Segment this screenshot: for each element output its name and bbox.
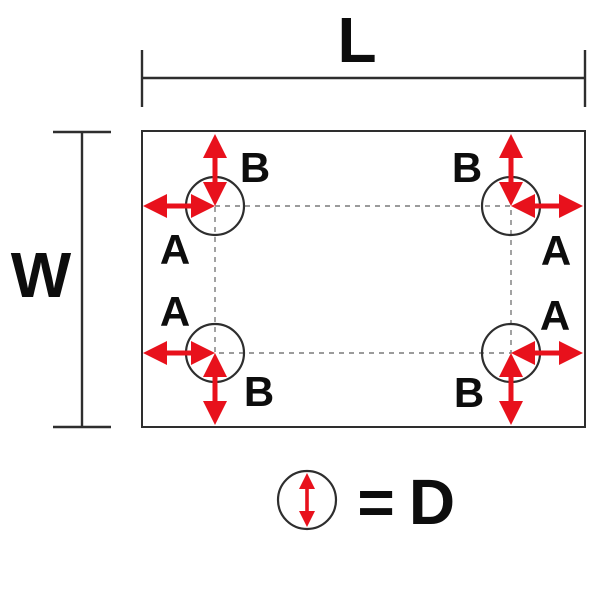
width-label: W	[11, 239, 72, 311]
width-dimension: W	[11, 130, 111, 429]
legend-diameter-label: D	[409, 466, 455, 538]
plate-outline	[141, 130, 586, 428]
legend-equals-sign: =	[357, 466, 394, 538]
diameter-arrow-icon	[297, 471, 317, 529]
hole-diameter-symbol-icon	[276, 469, 338, 531]
offset-a-arrow-top-left	[143, 194, 215, 218]
offset-b-label-top-left: B	[240, 144, 270, 191]
offset-b-arrow-top-right	[499, 134, 523, 206]
offset-a-arrow-top-right	[511, 194, 583, 218]
offset-b-label-bottom-right: B	[454, 369, 484, 416]
offset-a-arrow-bottom-right	[511, 341, 583, 365]
hole-centerlines	[214, 205, 512, 354]
offset-b-arrow-bottom-left	[203, 353, 227, 425]
offset-a-label-bottom-right: A	[540, 292, 570, 339]
offset-a-label-top-left: A	[160, 226, 190, 273]
length-dimension: L	[140, 4, 587, 107]
offset-a-label-top-right: A	[541, 227, 571, 274]
offset-a-arrow-bottom-left	[143, 341, 215, 365]
offset-a-label-bottom-left: A	[160, 288, 190, 335]
diameter-legend: = D	[276, 466, 455, 538]
offset-b-arrow-bottom-right	[499, 353, 523, 425]
offset-b-arrow-top-left	[203, 134, 227, 206]
length-label: L	[337, 4, 376, 76]
offset-b-label-bottom-left: B	[244, 368, 274, 415]
offset-b-label-top-right: B	[452, 144, 482, 191]
